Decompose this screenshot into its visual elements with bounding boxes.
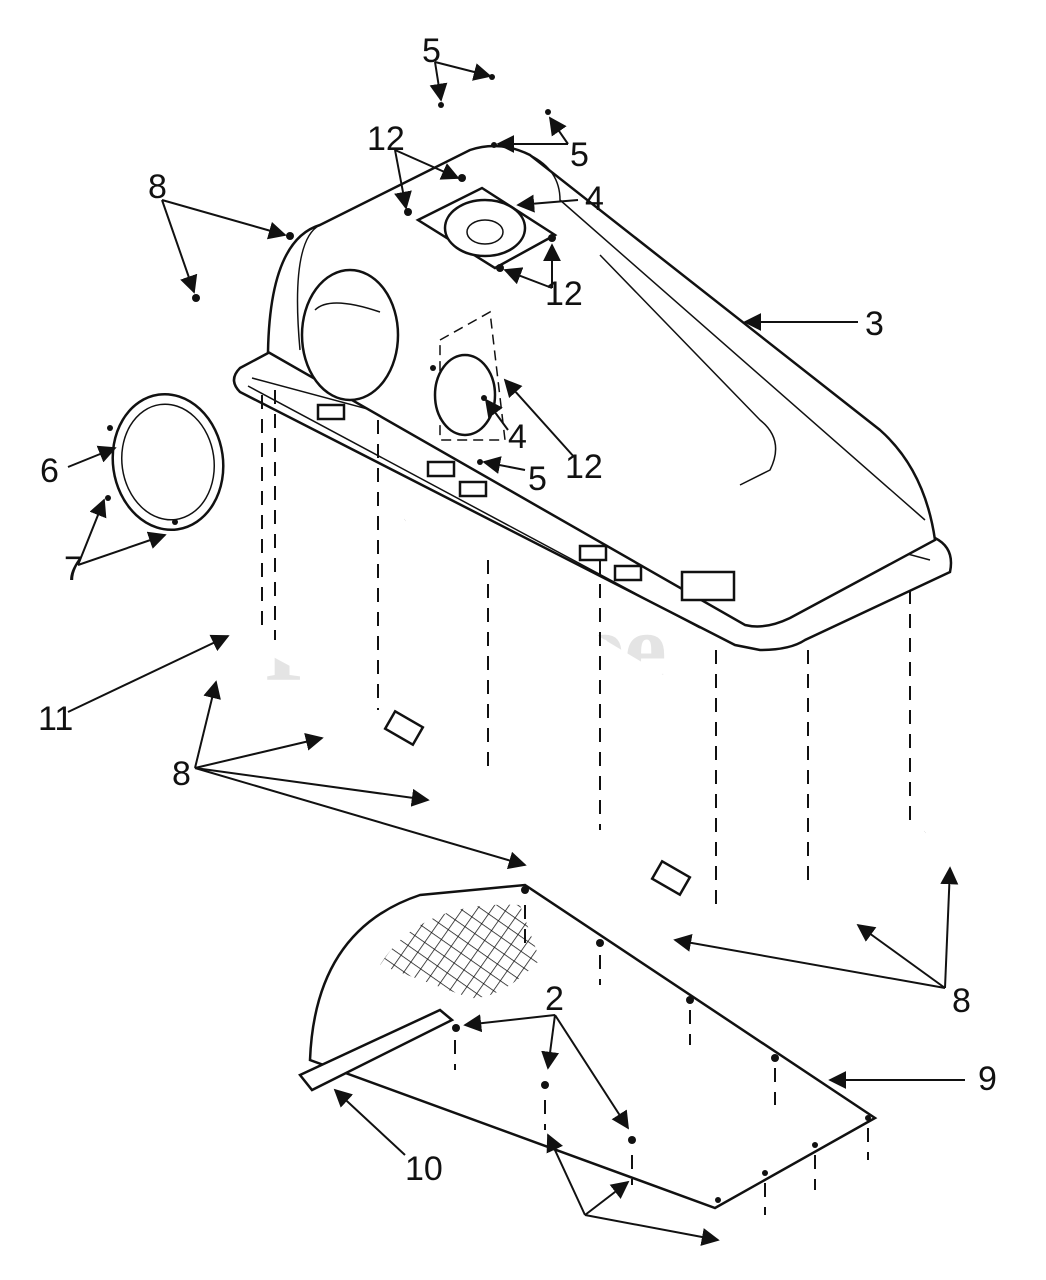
hardware-dots — [192, 74, 556, 465]
callout-labels: 5 5 12 4 12 3 8 4 5 12 6 7 11 8 8 2 9 10 — [38, 32, 997, 1188]
callout-6: 6 — [40, 452, 59, 490]
callout-11: 11 — [38, 700, 73, 738]
gasket-ring — [105, 392, 225, 532]
callout-8-left: 8 — [172, 755, 191, 793]
callout-12-side: 12 — [565, 448, 603, 486]
callout-5-side: 5 — [528, 460, 547, 498]
callout-5-top: 5 — [422, 32, 441, 70]
leader-arrows — [67, 61, 965, 1246]
callout-7: 7 — [64, 550, 83, 588]
callout-2: 2 — [545, 980, 564, 1018]
callout-8-top: 8 — [148, 168, 167, 206]
callout-3: 3 — [865, 305, 884, 343]
callout-12-right: 12 — [545, 275, 583, 313]
callout-4-side: 4 — [508, 418, 527, 456]
callout-12-top: 12 — [367, 120, 405, 158]
mesh-screen — [298, 883, 878, 1210]
alignment-lines — [261, 390, 911, 1215]
callout-4-top: 4 — [585, 180, 604, 218]
frame-rod — [237, 517, 927, 915]
callout-8-right: 8 — [952, 982, 971, 1020]
callout-10: 10 — [405, 1150, 443, 1188]
callout-5-right: 5 — [570, 136, 589, 174]
bag-housing — [232, 144, 953, 652]
callout-9: 9 — [978, 1060, 997, 1098]
